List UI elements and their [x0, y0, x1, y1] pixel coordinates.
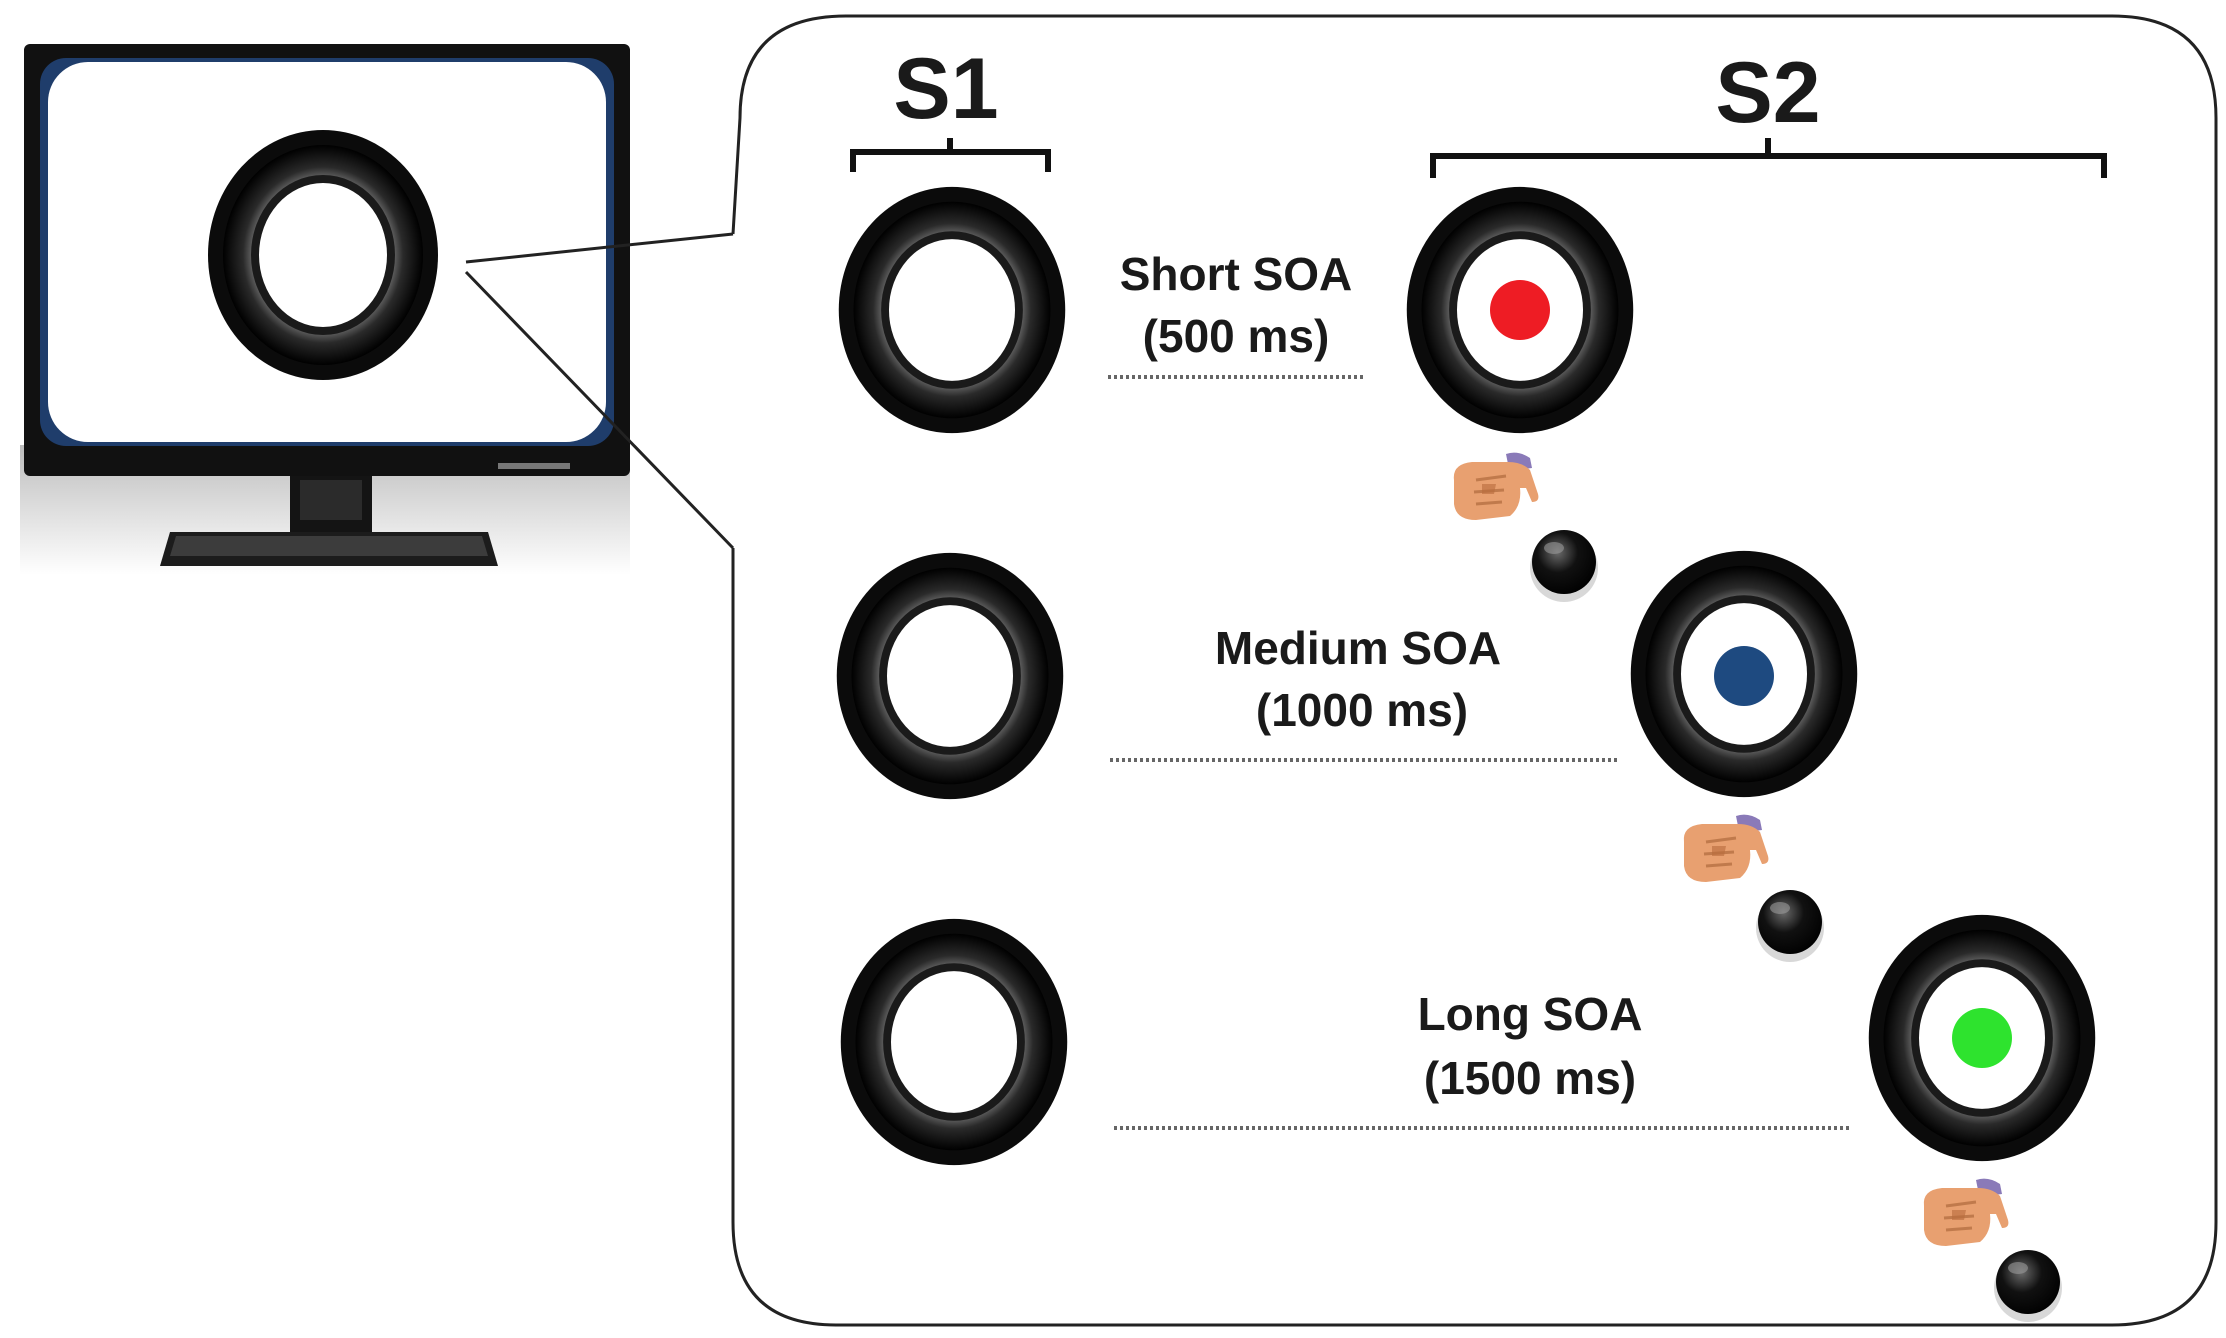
- soa-duration: (1500 ms): [1424, 1052, 1636, 1104]
- monitor-ring-stimulus: [208, 130, 438, 380]
- response-button-icon: [1994, 1250, 2062, 1322]
- hand-press-icon: [1682, 813, 1770, 884]
- s1-bracket: [850, 138, 1051, 172]
- s1-ring-stimulus: [840, 918, 1068, 1166]
- medium-soa-row: Medium SOA (1000 ms): [836, 550, 1858, 962]
- s2-label: S2: [1715, 45, 1820, 141]
- hand-press-icon: [1452, 451, 1540, 522]
- soa-label: Medium SOA: [1215, 622, 1501, 674]
- soa-label: Short SOA: [1120, 248, 1353, 300]
- callout-line-top: [465, 232, 734, 264]
- s2-target-dot: [1714, 646, 1774, 706]
- s2-target-dot: [1490, 280, 1550, 340]
- s1-label: S1: [893, 41, 998, 137]
- soa-label: Long SOA: [1418, 988, 1643, 1040]
- s2-bracket: [1430, 138, 2107, 178]
- response-button-icon: [1530, 530, 1598, 602]
- monitor-icon: [20, 44, 630, 575]
- response-button-icon: [1756, 890, 1824, 962]
- hand-press-icon: [1922, 1177, 2010, 1248]
- soa-duration: (1000 ms): [1256, 684, 1468, 736]
- callout-line-bottom: [464, 270, 735, 550]
- s2-target-dot: [1952, 1008, 2012, 1068]
- long-soa-row: Long SOA (1500 ms): [840, 914, 2096, 1322]
- s1-ring-stimulus: [836, 552, 1064, 800]
- s1-ring-stimulus: [838, 186, 1066, 434]
- short-soa-row: Short SOA (500 ms): [838, 186, 1634, 602]
- soa-duration: (500 ms): [1143, 310, 1330, 362]
